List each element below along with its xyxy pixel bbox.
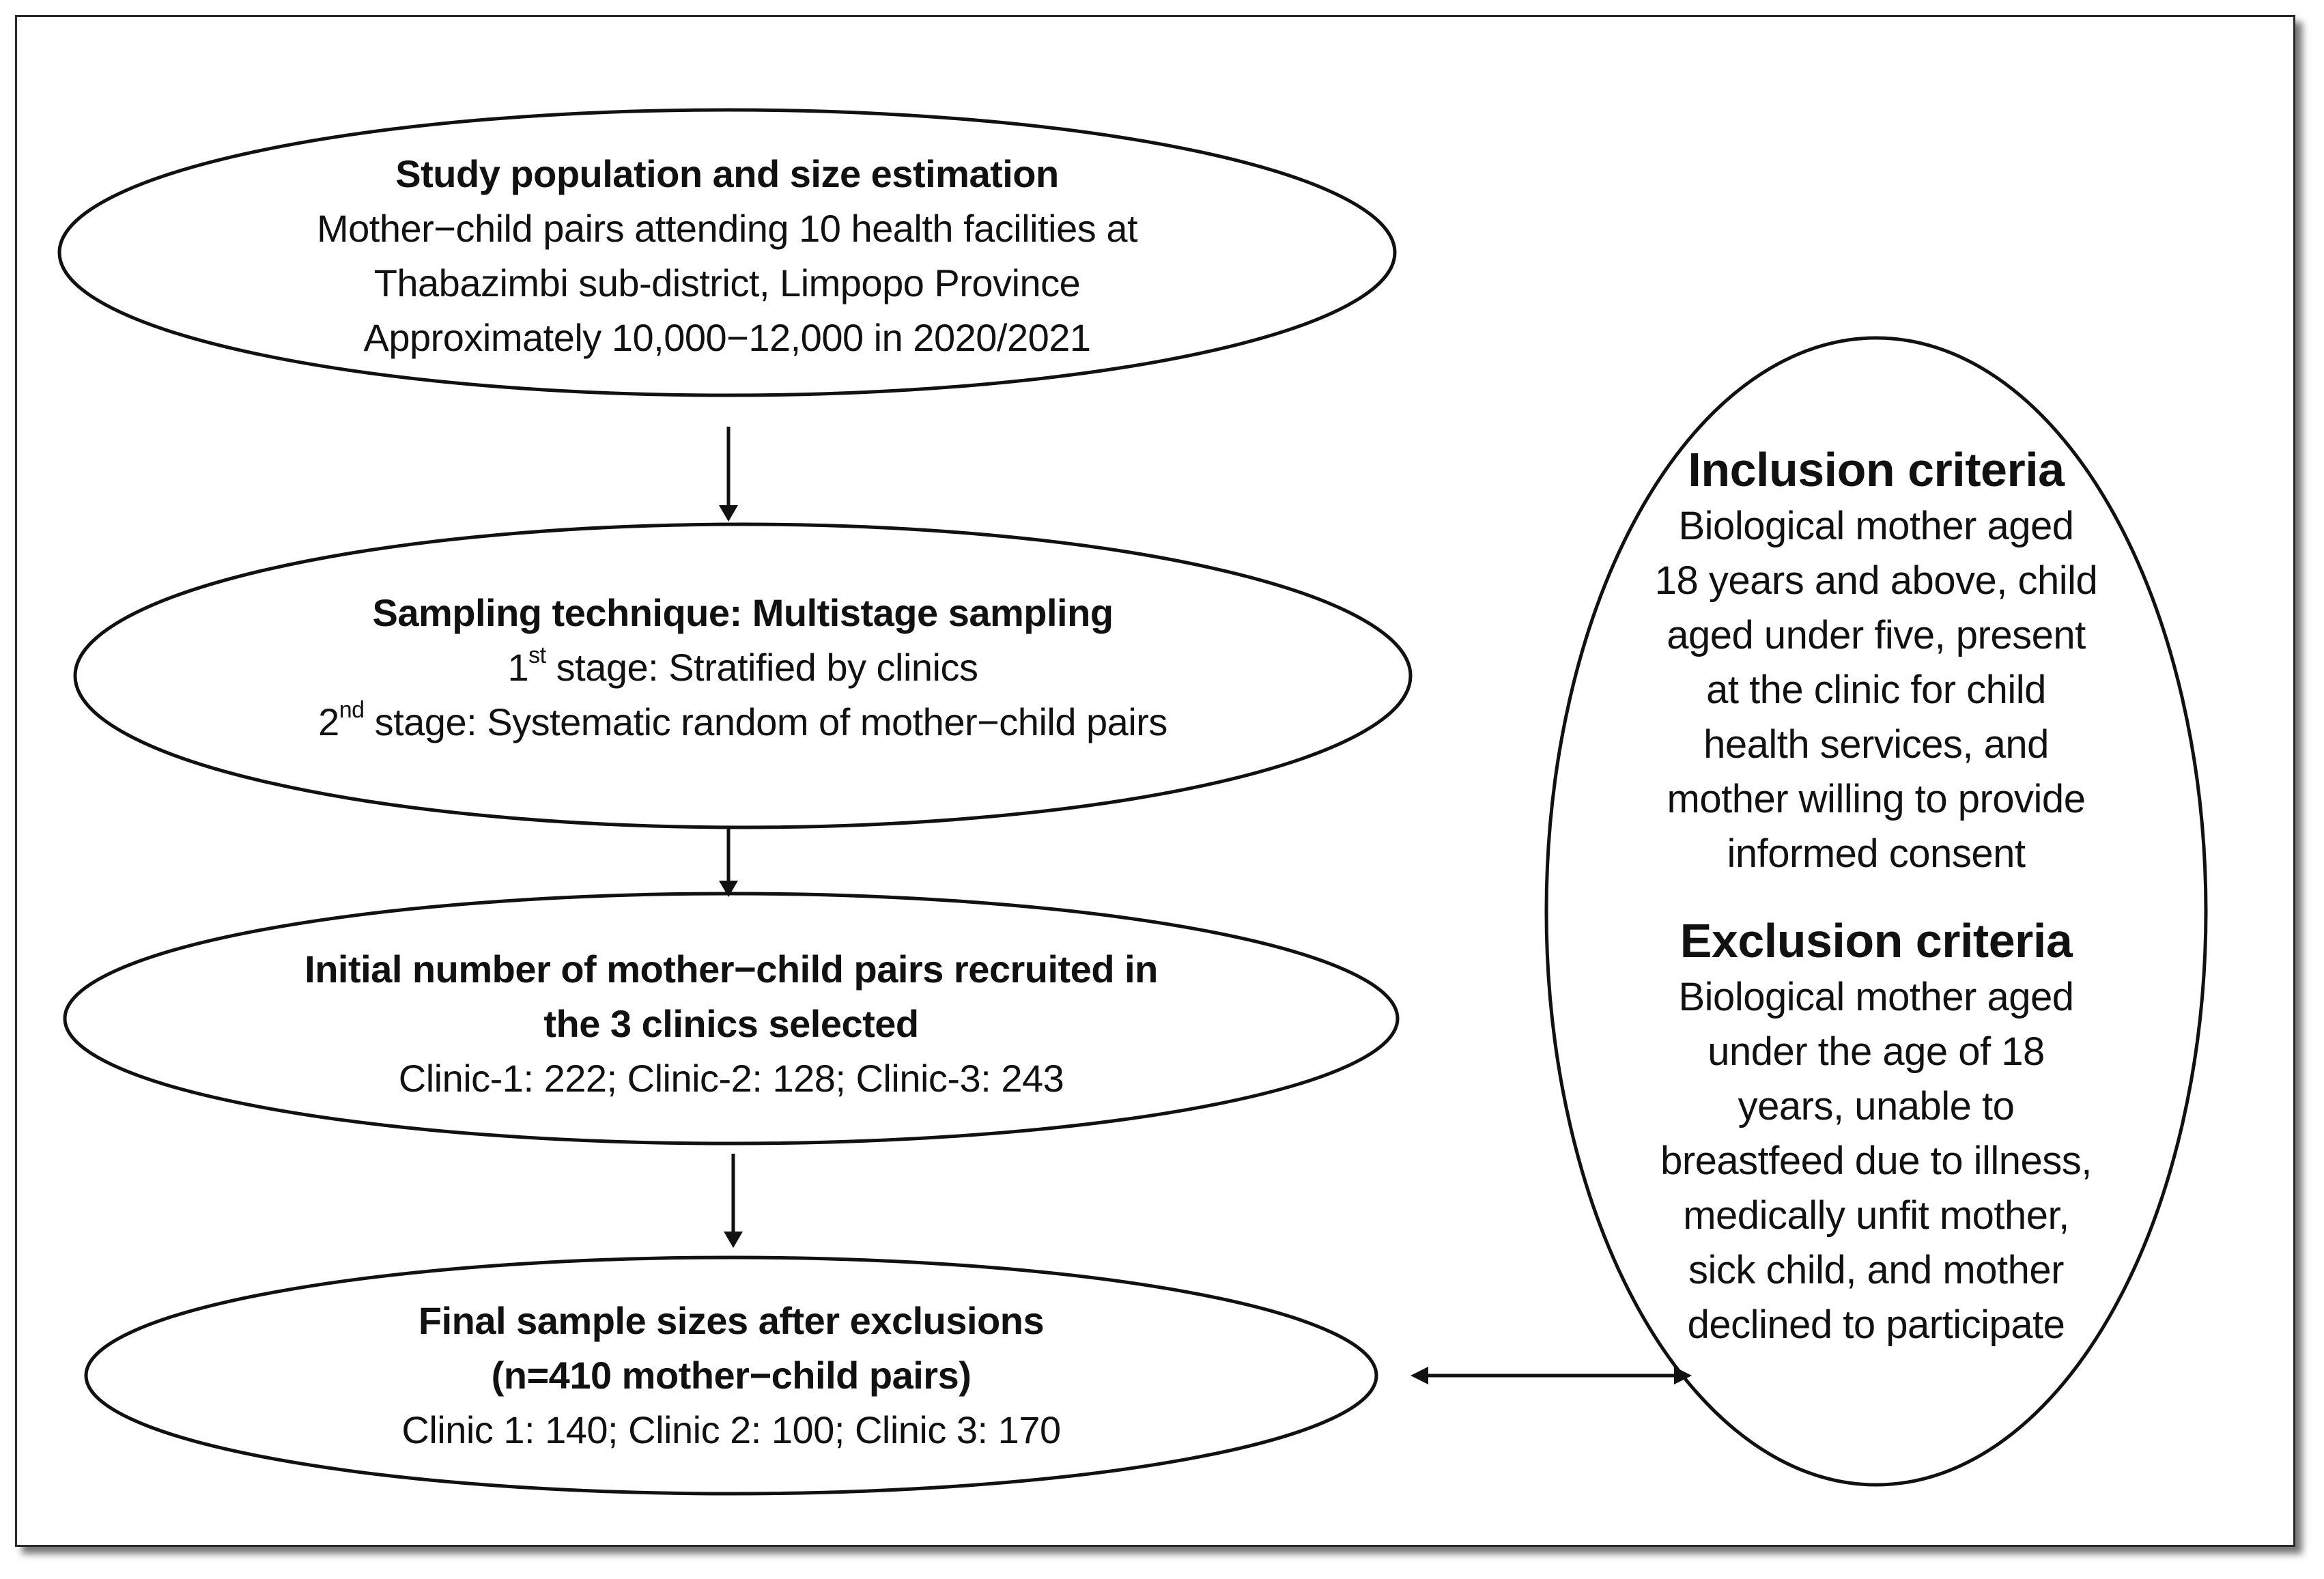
sampling-title: Sampling technique: Multistage sampling — [372, 591, 1114, 634]
exclusion-line: under the age of 18 — [1707, 1029, 2045, 1074]
final-title-line-2: (n=410 mother−child pairs) — [491, 1354, 972, 1397]
sampling-stage-2: 2nd stage: Systematic random of mother−c… — [197, 695, 1289, 750]
population-line-2: Thabazimbi sub-district, Limpopo Provinc… — [373, 261, 1081, 304]
population-node: Study population and size estimation Mot… — [181, 147, 1273, 365]
exclusion-line: Biological mother aged — [1678, 975, 2074, 1019]
arrowhead-left — [1411, 1367, 1428, 1384]
stage-1-number: 1 — [507, 646, 529, 689]
initial-title-line-2: the 3 clinics selected — [543, 1002, 919, 1045]
stage-2-ordinal: nd — [339, 697, 365, 724]
criteria-spacer — [1603, 881, 2149, 911]
inclusion-line: 18 years and above, child — [1654, 558, 2098, 603]
arrowhead-population-to-sampling — [719, 505, 738, 522]
inclusion-line: informed consent — [1727, 831, 2026, 876]
initial-counts: Clinic-1: 222; Clinic-2: 128; Clinic-3: … — [398, 1057, 1064, 1100]
inclusion-line: Biological mother aged — [1678, 504, 2074, 548]
criteria-node: Inclusion criteria Biological mother age… — [1603, 440, 2149, 1352]
final-title-line-1: Final sample sizes after exclusions — [418, 1299, 1045, 1342]
stage-1-text: stage: Stratified by clinics — [545, 646, 978, 689]
exclusion-line: medically unfit mother, — [1683, 1193, 2069, 1238]
initial-title-line-1: Initial number of mother−child pairs rec… — [304, 948, 1158, 991]
arrowhead-right — [1674, 1367, 1692, 1384]
arrowhead-sampling-to-initial — [719, 881, 738, 897]
inclusion-line: mother willing to provide — [1667, 777, 2086, 821]
exclusion-line: years, unable to — [1738, 1084, 2015, 1128]
population-ellipse — [57, 108, 1397, 397]
final-ellipse — [84, 1255, 1378, 1496]
initial-node: Initial number of mother−child pairs rec… — [185, 942, 1277, 1106]
sampling-stage-1: 1st stage: Stratified by clinics — [197, 640, 1289, 695]
sampling-ellipse — [73, 522, 1413, 829]
exclusion-line: breastfeed due to illness, — [1660, 1139, 2092, 1183]
population-title: Study population and size estimation — [395, 152, 1059, 195]
inclusion-line: aged under five, present — [1667, 613, 2086, 657]
initial-ellipse — [63, 892, 1400, 1146]
stage-2-text: stage: Systematic random of mother−child… — [364, 700, 1168, 743]
criteria-ellipse — [1544, 336, 2208, 1487]
arrowhead-initial-to-final — [724, 1232, 743, 1248]
inclusion-line: health services, and — [1703, 722, 2049, 767]
sampling-node: Sampling technique: Multistage sampling … — [197, 586, 1289, 750]
inclusion-heading: Inclusion criteria — [1688, 443, 2065, 496]
exclusion-heading: Exclusion criteria — [1680, 914, 2073, 967]
final-node: Final sample sizes after exclusions (n=4… — [185, 1294, 1277, 1457]
population-line-3: Approximately 10,000−12,000 in 2020/2021 — [363, 316, 1091, 359]
final-counts: Clinic 1: 140; Clinic 2: 100; Clinic 3: … — [401, 1408, 1061, 1451]
stage-1-ordinal: st — [528, 642, 546, 669]
stage-2-number: 2 — [318, 700, 339, 743]
exclusion-line: sick child, and mother — [1688, 1248, 2064, 1292]
exclusion-line: declined to participate — [1687, 1303, 2065, 1347]
population-line-1: Mother−child pairs attending 10 health f… — [316, 207, 1138, 250]
inclusion-line: at the clinic for child — [1706, 668, 2046, 712]
